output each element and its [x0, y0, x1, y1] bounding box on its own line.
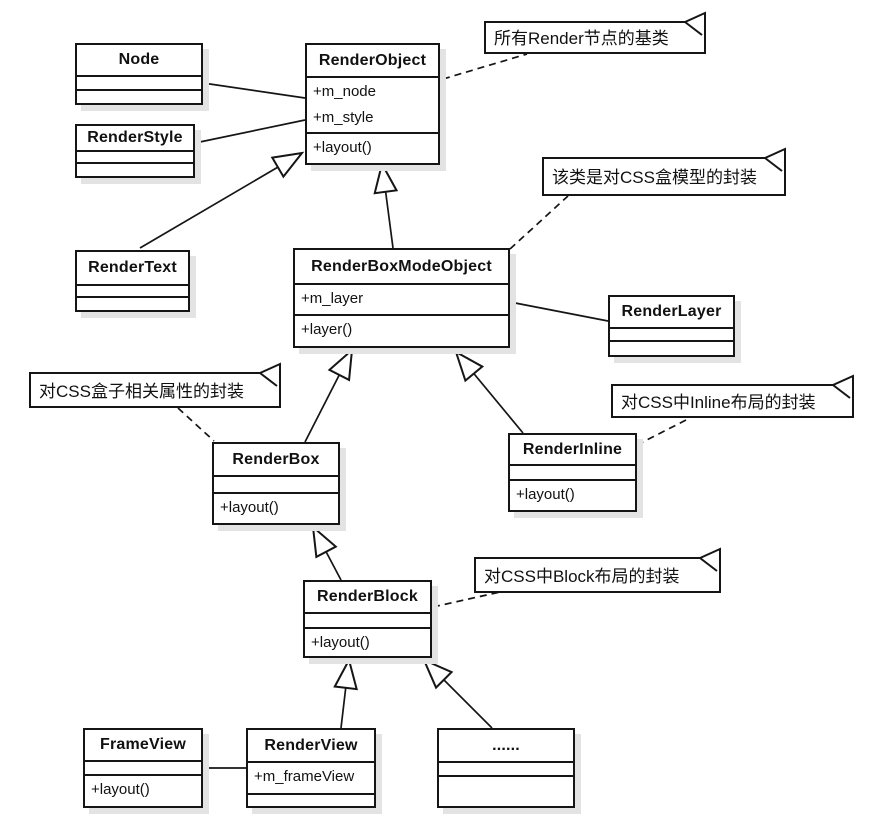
note-shape-render-block: [474, 547, 721, 593]
note-shape-render-object: [484, 11, 706, 54]
anchor-note-renderbox: [177, 407, 215, 442]
attributes-compartment: [305, 612, 430, 627]
methods-compartment: +layout(): [214, 492, 338, 523]
class-box-renderbox: RenderBox +layout(): [212, 442, 340, 525]
class-box-renderview: RenderView +m_frameView: [246, 728, 376, 808]
methods-compartment: +layout(): [85, 774, 201, 806]
attribute-m-node: +m_node: [313, 83, 376, 100]
attribute-m-style: +m_style: [313, 109, 374, 126]
attributes-compartment: +m_layer: [295, 283, 508, 314]
note-render-object: 所有Render节点的基类: [485, 22, 705, 53]
class-box-renderblock: RenderBlock +layout(): [303, 580, 432, 658]
edge-association-renderboxmodeobject-renderlayer: [509, 301, 609, 322]
class-name-renderboxmodeobject: RenderBoxModeObject: [311, 257, 492, 275]
class-name-renderinline: RenderInline: [522, 440, 623, 458]
edge-generalization-renderinline-renderboxmodeobject: [454, 349, 524, 434]
attribute-m-layer: +m_layer: [301, 290, 364, 307]
note-shape-box-model: [542, 147, 786, 196]
note-text-label: 该类是对CSS盒模型的封装: [552, 168, 757, 187]
method-layout: +layout(): [220, 499, 279, 516]
methods-compartment: [77, 89, 201, 103]
note-shape-render-box: [29, 362, 281, 408]
class-name-renderobject: RenderObject: [318, 51, 427, 69]
edge-association-renderstyle-renderobject: [194, 119, 306, 144]
edge-generalization-renderview-renderblock: [333, 657, 358, 729]
methods-compartment: [77, 296, 188, 310]
method-layout: +layout(): [91, 781, 150, 798]
edge-association-node-renderobject: [202, 82, 306, 99]
note-text-label: 所有Render节点的基类: [494, 29, 669, 48]
class-box-frameview: FrameView +layout(): [83, 728, 203, 808]
note-render-block: 对CSS中Block布局的封装: [475, 558, 720, 592]
attributes-compartment: [510, 464, 635, 479]
class-box-renderstyle: RenderStyle: [75, 124, 195, 178]
class-box-renderobject: RenderObject +m_node +m_style +layout(): [305, 43, 440, 165]
class-name-ellipsis: ......: [492, 736, 520, 754]
attributes-compartment: [214, 475, 338, 492]
class-box-ellipsis: ......: [437, 728, 575, 808]
method-layout: +layout(): [311, 634, 370, 651]
attributes-compartment: [77, 75, 201, 89]
edge-generalization-renderblock-renderbox: [311, 524, 342, 581]
class-name-renderblock: RenderBlock: [317, 588, 418, 605]
anchor-note-renderobject: [442, 53, 528, 80]
anchor-note-renderblock: [432, 591, 501, 608]
method-layer: +layer(): [301, 321, 353, 338]
note-text-label: 对CSS中Block布局的封装: [484, 566, 680, 586]
methods-compartment: +layer(): [295, 314, 508, 346]
edge-generalization-renderboxmodeobject-renderobject: [373, 161, 399, 249]
note-render-inline: 对CSS中Inline布局的封装: [612, 385, 853, 417]
class-box-rendertext: RenderText: [75, 250, 190, 312]
methods-compartment: [248, 793, 374, 806]
methods-compartment: +layout(): [305, 627, 430, 656]
methods-compartment: +layout(): [307, 132, 438, 163]
class-box-renderlayer: RenderLayer: [608, 295, 735, 357]
class-name-rendertext: RenderText: [88, 259, 177, 276]
attributes-compartment: +m_frameView: [248, 761, 374, 793]
note-render-box: 对CSS盒子相关属性的封装: [30, 373, 280, 407]
methods-compartment: [439, 775, 573, 806]
edge-generalization-ellipsis-renderblock: [422, 658, 493, 729]
methods-compartment: +layout(): [510, 479, 635, 510]
class-box-node: Node: [75, 43, 203, 105]
attributes-compartment: [77, 284, 188, 296]
note-shape-render-inline: [611, 374, 854, 418]
methods-compartment: [610, 340, 733, 355]
class-name-node: Node: [118, 51, 160, 68]
attributes-compartment: +m_node +m_style: [307, 76, 438, 132]
class-name-frameview: FrameView: [100, 736, 186, 753]
attributes-compartment: [439, 761, 573, 775]
class-box-renderboxmodeobject: RenderBoxModeObject +m_layer +layer(): [293, 248, 510, 348]
methods-compartment: [77, 162, 193, 176]
class-name-renderlayer: RenderLayer: [621, 303, 722, 320]
anchor-note-boxmodel: [509, 195, 569, 250]
edge-generalization-renderbox-renderboxmodeobject: [304, 347, 354, 443]
attributes-compartment: [610, 327, 733, 340]
edge-generalization-rendertext-renderobject: [139, 151, 305, 249]
method-layout: +layout(): [313, 139, 372, 156]
method-layout: +layout(): [516, 486, 575, 503]
note-box-model: 该类是对CSS盒模型的封装: [543, 158, 785, 195]
note-text-label: 对CSS中Inline布局的封装: [621, 392, 816, 412]
attributes-compartment: [77, 150, 193, 162]
attribute-m-frameview: +m_frameView: [254, 768, 355, 785]
class-name-renderbox: RenderBox: [232, 450, 320, 468]
anchor-note-renderinline: [636, 418, 689, 446]
attributes-compartment: [85, 760, 201, 774]
class-name-renderview: RenderView: [264, 736, 358, 754]
class-box-renderinline: RenderInline +layout(): [508, 433, 637, 512]
note-text-label: 对CSS盒子相关属性的封装: [39, 381, 244, 401]
class-name-renderstyle: RenderStyle: [87, 129, 183, 146]
